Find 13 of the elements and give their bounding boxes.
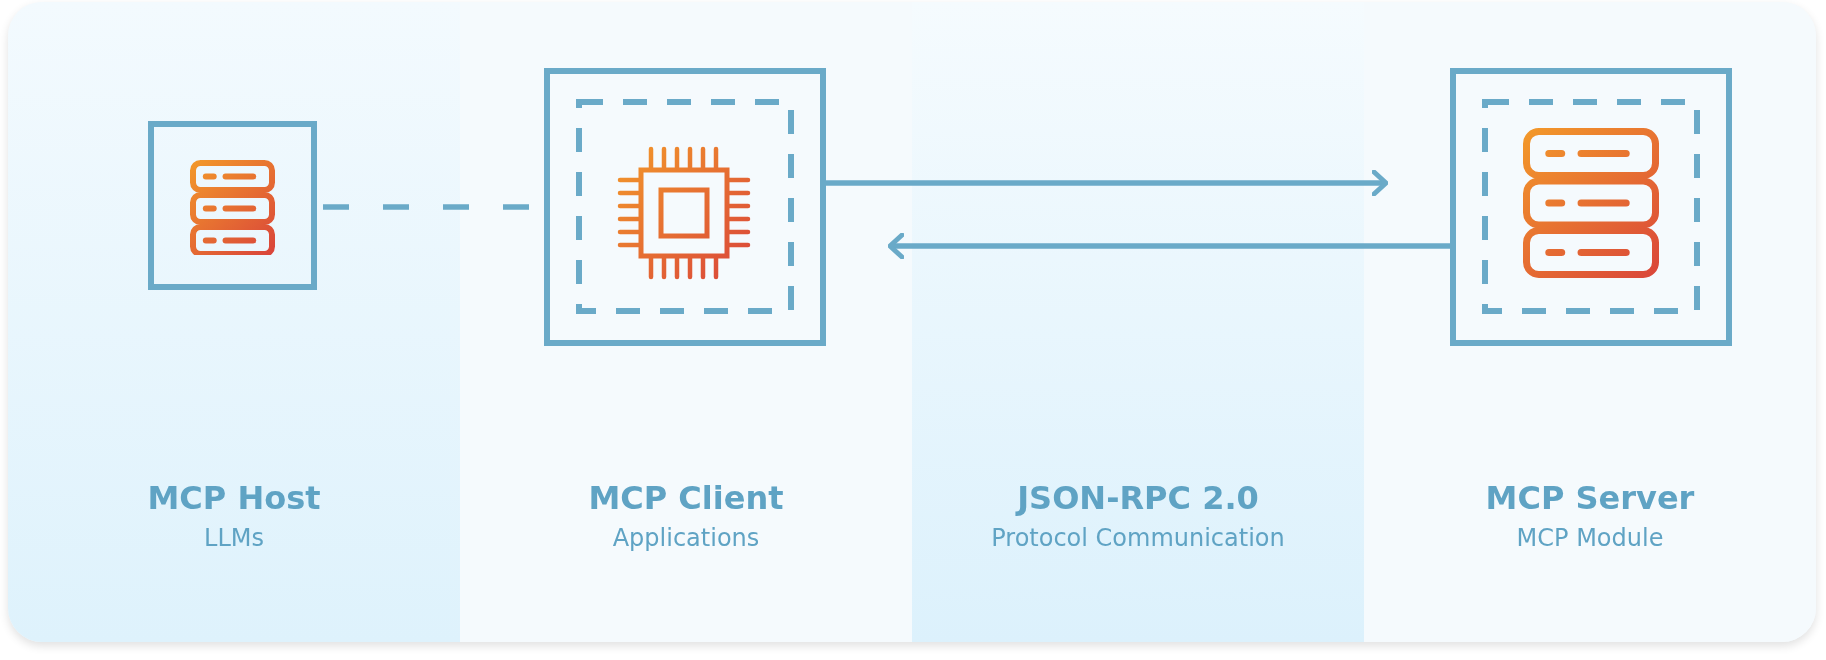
column-title: MCP Server	[1485, 479, 1695, 517]
column-subtitle: LLMs	[204, 524, 264, 552]
server-frame	[1450, 68, 1732, 346]
column-subtitle: Protocol Communication	[991, 524, 1285, 552]
client-frame	[544, 68, 826, 346]
column-subtitle: MCP Module	[1516, 524, 1664, 552]
column-title: JSON-RPC 2.0	[1017, 479, 1259, 517]
column-title: MCP Client	[588, 479, 784, 517]
column-subtitle: Applications	[612, 524, 760, 552]
arrow	[826, 169, 1389, 197]
column-title: MCP Host	[147, 479, 321, 517]
host-frame	[148, 121, 317, 290]
arrow	[887, 232, 1450, 260]
